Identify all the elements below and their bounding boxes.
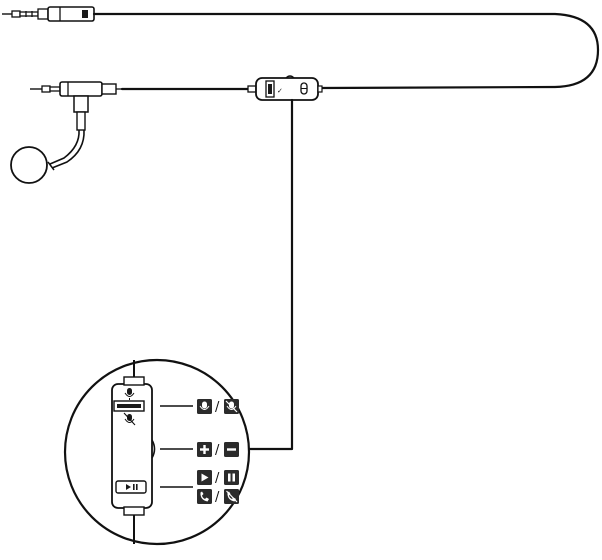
top-cable [92,12,600,90]
play-icon [197,470,212,485]
callout-volume: / [197,442,239,458]
callout-call: / [197,489,239,505]
callout-media: / [197,470,239,486]
call-answer-icon [197,489,212,504]
mic-muted-small-icon [123,412,136,426]
call-end-icon [224,489,239,504]
mic-muted-icon [224,399,239,414]
mic-on-small-icon [124,388,135,400]
slash-separator: / [215,400,220,415]
pause-icon [224,470,239,485]
controller-cable [238,98,294,451]
callout-mute: / [197,399,239,415]
top-audio-plug [2,6,95,22]
slash-separator: / [215,490,220,505]
slash-separator: / [215,471,220,486]
slash-separator: / [215,443,220,458]
mic-boom [47,95,89,171]
svg-text:✓: ✓ [277,87,283,95]
inline-controller: ✓ [247,75,323,101]
volume-minus-icon [224,442,239,457]
mic-capsule [10,146,48,184]
mic-on-icon [197,399,212,414]
left-adapter-plug [30,81,122,97]
detail-magnifier [63,358,251,546]
volume-plus-icon [197,442,212,457]
